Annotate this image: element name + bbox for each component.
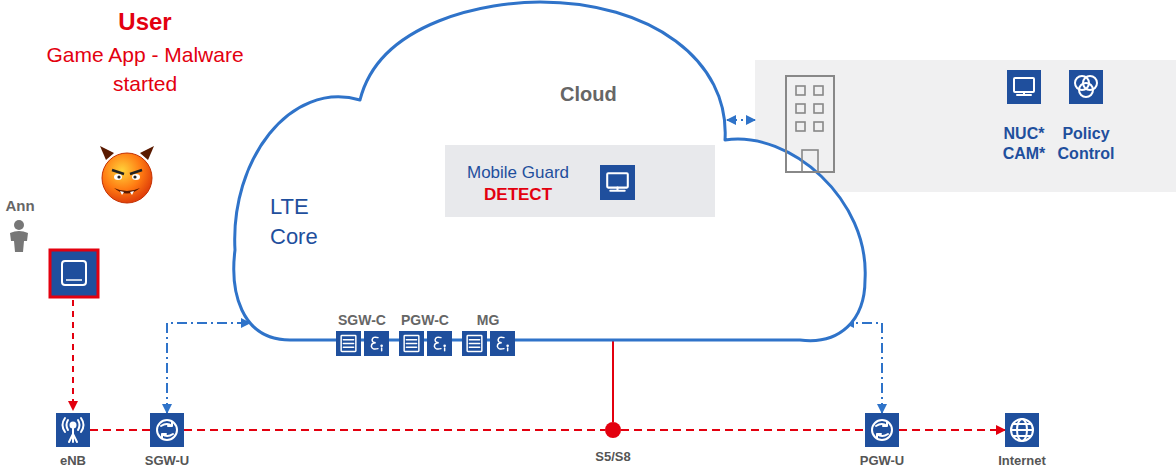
- element-name: PGW-C: [396, 312, 454, 328]
- element-icon: [1069, 70, 1103, 104]
- network-element: NUC* CAM*: [996, 70, 1052, 170]
- element-name: SGW-U: [132, 453, 202, 468]
- traffic-link: [621, 429, 865, 431]
- network-element: S5/S8: [583, 422, 643, 468]
- panel-ground: [755, 60, 1176, 192]
- control-link: [845, 323, 882, 413]
- user-note: Game App - Malware started: [25, 40, 265, 98]
- network-element: eNB: [38, 413, 108, 471]
- tap-point: [605, 422, 621, 438]
- building-icon: [780, 72, 840, 176]
- list-icon: [462, 331, 487, 356]
- network-element: Policy Control: [1048, 70, 1124, 170]
- list-icon: [399, 331, 424, 356]
- network-element: Internet: [987, 413, 1057, 471]
- person-name: Ann: [0, 197, 40, 214]
- traffic-link: [90, 429, 150, 431]
- element-name: Policy Control: [1048, 124, 1124, 164]
- epsilon-icon: [427, 331, 452, 356]
- epsilon-icon: [364, 331, 389, 356]
- traffic-link: [899, 429, 1005, 431]
- element-name: PGW-U: [847, 453, 917, 468]
- network-element: MG: [459, 312, 517, 366]
- element-name: MG: [459, 312, 517, 328]
- guard-texts: Mobile GuardDETECT: [467, 163, 569, 205]
- element-icon: [1007, 70, 1041, 104]
- list-icon: [336, 331, 361, 356]
- tablet-icon: [50, 250, 98, 297]
- element-icon: [56, 413, 90, 447]
- malware-devil: [100, 146, 154, 203]
- network-element: PGW-U: [847, 413, 917, 471]
- element-name: SGW-C: [333, 312, 391, 328]
- element-icons: [333, 331, 391, 356]
- element-name: Internet: [987, 453, 1057, 468]
- network-element: SGW-C: [333, 312, 391, 366]
- element-icons: [396, 331, 454, 356]
- user-heading: User: [70, 8, 220, 36]
- device-link: [72, 300, 74, 410]
- guard-state: DETECT: [467, 185, 569, 205]
- element-name: S5/S8: [583, 449, 643, 464]
- traffic-link: [184, 429, 605, 431]
- control-link: [167, 323, 250, 413]
- core-title: LTE Core: [270, 192, 340, 252]
- element-icon: [1005, 413, 1039, 447]
- guard-icon: [600, 165, 635, 200]
- person-icon: [10, 220, 28, 252]
- network-element: SGW-U: [132, 413, 202, 471]
- element-name: eNB: [38, 453, 108, 468]
- cloud-title: Cloud: [560, 83, 617, 106]
- guard-box: Mobile GuardDETECT: [445, 145, 715, 217]
- network-element: PGW-C: [396, 312, 454, 366]
- element-icon: [150, 413, 184, 447]
- epsilon-icon: [490, 331, 515, 356]
- cloud-region: CloudLTE Core Mobile GuardDETECT SGW-C PGW-…: [230, 0, 870, 350]
- element-icons: [459, 331, 517, 356]
- element-icon: [865, 413, 899, 447]
- element-name: NUC* CAM*: [996, 124, 1052, 164]
- control-link: [727, 119, 755, 121]
- guard-name: Mobile Guard: [467, 163, 569, 183]
